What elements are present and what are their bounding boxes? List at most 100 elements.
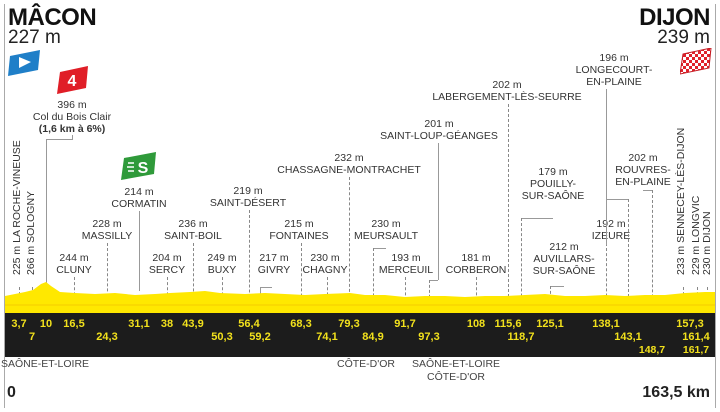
waypoint-sologny: 266 m SOLOGNY xyxy=(25,190,37,275)
km-marker: 161,7 xyxy=(682,344,710,356)
leader-line xyxy=(438,143,439,280)
leader-line xyxy=(606,89,607,245)
km-marker: 84,9 xyxy=(362,331,384,343)
finish-altitude: 239 m xyxy=(657,27,710,48)
distance-band xyxy=(5,313,715,357)
pouilly-alt: 179 m xyxy=(538,166,568,178)
distance-start: 0 xyxy=(7,384,16,401)
leader-line xyxy=(652,190,653,357)
start-city: MÂCON xyxy=(8,4,97,31)
auvillars-alt: 212 m xyxy=(549,241,579,253)
saintloup-name: SAINT-LOUP-GÉANGES xyxy=(380,130,498,142)
fontaines-name: FONTAINES xyxy=(269,230,329,242)
leader-line xyxy=(429,280,438,281)
km-marker: 125,1 xyxy=(536,318,564,330)
auvillars-name-1: AUVILLARS- xyxy=(533,253,595,265)
corberon-name: CORBERON xyxy=(445,264,507,276)
km-marker: 16,5 xyxy=(63,318,85,330)
leader-line xyxy=(508,104,509,357)
distance-end: 163,5 km xyxy=(642,384,710,401)
climb-leader-tick xyxy=(72,135,73,140)
waypoint-la-roche-vineuse: 225 m LA ROCHE-VINEUSE xyxy=(11,140,23,275)
chassagne-name: CHASSAGNE-MONTRACHET xyxy=(277,164,421,176)
sprint-altitude: 214 m xyxy=(124,186,154,198)
department-cote-dor: CÔTE-D'OR xyxy=(336,358,396,370)
longecourt-name-2: EN-PLAINE xyxy=(586,76,642,88)
km-marker: 138,1 xyxy=(592,318,620,330)
izeure-name: IZEURE xyxy=(591,230,631,242)
rouvres-alt: 202 m xyxy=(628,152,658,164)
rouvres-name-2: EN-PLAINE xyxy=(615,176,671,188)
leader-line xyxy=(260,287,272,288)
chassagne-alt: 232 m xyxy=(334,152,364,164)
department-boundary-bottom: CÔTE-D'OR xyxy=(426,371,486,383)
km-marker: 50,3 xyxy=(211,331,233,343)
leader-line xyxy=(373,248,386,249)
km-marker: 38 xyxy=(160,318,174,330)
leader-line xyxy=(260,287,261,297)
buxy-alt: 249 m xyxy=(207,252,237,264)
department-saone-et-loire: SAÔNE-ET-LOIRE xyxy=(0,358,90,370)
km-marker: 97,3 xyxy=(418,331,440,343)
left-frame-line xyxy=(4,4,5,408)
start-flag-icon xyxy=(8,50,40,76)
leader-line xyxy=(643,190,652,191)
km-marker: 59,2 xyxy=(249,331,271,343)
longecourt-name-1: LONGECOURT- xyxy=(575,64,653,76)
saintboil-name: SAINT-BOIL xyxy=(164,230,222,242)
longecourt-alt: 196 m xyxy=(599,52,629,64)
km-marker: 148,7 xyxy=(638,344,666,356)
waypoint-sennecey: 233 m SENNECEY-LÈS-DIJON xyxy=(675,127,687,275)
climb-leader-vertical xyxy=(46,139,47,285)
givry-alt: 217 m xyxy=(259,252,289,264)
km-marker: 68,3 xyxy=(290,318,312,330)
elevation-profile-area xyxy=(5,282,715,314)
km-marker: 74,1 xyxy=(316,331,338,343)
labergement-name: LABERGEMENT-LÈS-SEURRE xyxy=(432,91,582,103)
cluny-alt: 244 m xyxy=(59,252,89,264)
km-marker: 24,3 xyxy=(96,331,118,343)
leader-line xyxy=(606,199,628,200)
corberon-alt: 181 m xyxy=(461,252,491,264)
km-marker: 10 xyxy=(39,318,53,330)
leader-line xyxy=(349,177,350,297)
waypoint-dijon-v: 230 m DIJON xyxy=(701,211,713,275)
km-marker: 3,7 xyxy=(11,318,27,330)
meursault-name: MEURSAULT xyxy=(354,230,418,242)
saintdesert-name: SAINT-DÉSERT xyxy=(209,197,287,209)
km-marker: 161,4 xyxy=(682,331,710,343)
climb-name: Col du Bois Clair xyxy=(32,111,112,123)
svg-text:S: S xyxy=(138,160,149,177)
climb-leader xyxy=(46,139,72,140)
leader-line xyxy=(628,199,629,357)
finish-city: DIJON xyxy=(639,4,710,31)
labergement-alt: 202 m xyxy=(492,79,522,91)
massilly-name: MASSILLY xyxy=(81,230,133,242)
km-marker: 143,1 xyxy=(614,331,642,343)
km-marker: 118,7 xyxy=(507,331,535,343)
km-marker: 91,7 xyxy=(394,318,416,330)
sercy-name: SERCY xyxy=(148,264,186,276)
km-marker: 56,4 xyxy=(238,318,260,330)
merceuil-alt: 193 m xyxy=(391,252,421,264)
km-marker: 79,3 xyxy=(338,318,360,330)
pouilly-name-1: POUILLY- xyxy=(529,178,577,190)
merceuil-name: MERCEUIL xyxy=(378,264,434,276)
chagny-alt: 230 m xyxy=(310,252,340,264)
leader-line xyxy=(139,211,140,291)
meursault-alt: 230 m xyxy=(371,218,401,230)
climb-altitude: 396 m xyxy=(57,99,87,111)
fontaines-alt: 215 m xyxy=(284,218,314,230)
leader-line xyxy=(249,210,250,357)
km-marker: 7 xyxy=(28,331,36,343)
km-marker: 31,1 xyxy=(128,318,150,330)
cluny-name: CLUNY xyxy=(56,264,92,276)
department-boundary-top: SAÔNE-ET-LOIRE xyxy=(411,358,501,370)
sprint-name: CORMATIN xyxy=(111,198,167,210)
checkered-finish-flag-icon xyxy=(680,48,712,75)
svg-text:4: 4 xyxy=(68,73,77,90)
km-marker: 115,6 xyxy=(494,318,522,330)
chagny-name: CHAGNY xyxy=(302,264,348,276)
leader-line xyxy=(550,286,564,287)
auvillars-name-2: SUR-SAÔNE xyxy=(532,265,596,277)
